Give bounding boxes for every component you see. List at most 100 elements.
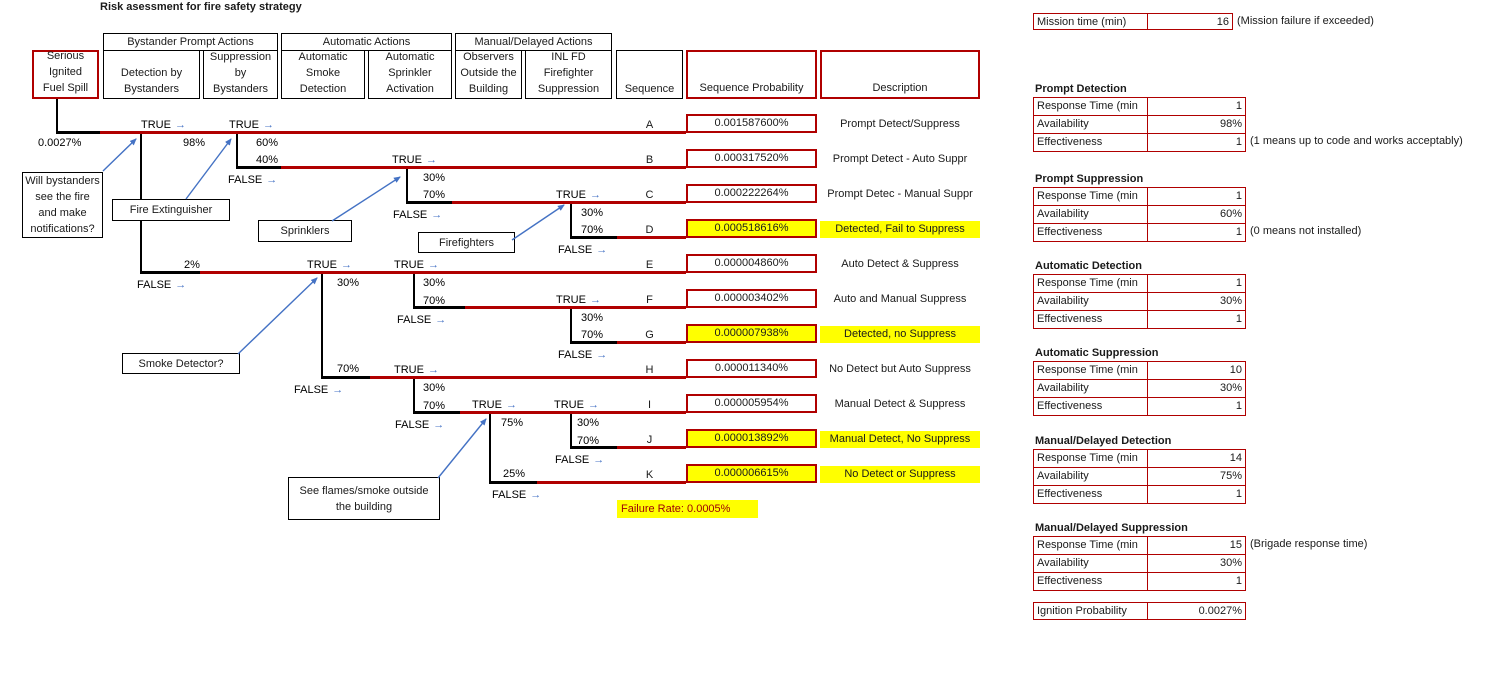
branch-label-text: 40% [256,154,279,166]
sequence-probability-C: 0.000222264% [686,184,817,203]
param-label: Response Time (min [1033,274,1148,293]
right-arrow-icon: → [262,119,274,131]
branch-label-text: 2% [184,259,200,271]
column-header-fuel-spill: Serious Ignited Fuel Spill [32,50,99,99]
tree-line [281,166,686,169]
tree-branch-label-false: FALSE→ [395,419,444,432]
param-value-cell[interactable]: 1 [1147,223,1246,242]
branch-label-text: 30% [581,207,604,219]
tree-line [413,378,415,413]
sequence-probability-A: 0.001587600% [686,114,817,133]
branch-label-text: 70% [423,189,446,201]
right-arrow-icon: → [435,314,447,326]
param-label: Availability [1033,379,1148,398]
right-arrow-icon: → [589,189,601,201]
column-header-suppression-bystanders: Suppression by Bystanders [203,50,278,99]
branch-label-text: 98% [183,137,206,149]
sequence-letter-E: E [645,259,654,271]
tree-branch-label-false: FALSE→ [558,244,607,257]
param-value-cell[interactable]: 1 [1147,310,1246,329]
branch-label-text: TRUE [394,259,424,271]
param-value-cell[interactable]: 1 [1147,187,1246,206]
branch-label-text: FALSE [397,314,432,326]
tree-branch-label-true: TRUE→ [307,259,352,272]
tree-probability-label: 0.0027% [38,137,81,150]
param-value-cell[interactable]: 1 [1147,572,1246,591]
branch-label-text: 60% [256,137,279,149]
column-header-sequence-probability: Sequence Probability [686,50,817,99]
sequence-letter-J: J [646,434,653,446]
param-value-cell[interactable]: 1 [1147,274,1246,293]
tree-line [236,166,281,169]
ignition-probability-label: Ignition Probability [1033,602,1148,620]
param-label: Response Time (min [1033,536,1148,555]
right-arrow-icon: → [427,364,439,376]
tree-line [460,411,686,414]
branch-label-text: TRUE [554,399,584,411]
tree-probability-label: 30% [337,277,359,290]
tree-probability-label: 30% [577,417,599,430]
mission-time-value-cell[interactable]: 16 [1147,13,1233,30]
branch-label-text: 70% [581,329,604,341]
tree-line [100,131,686,134]
sequence-description-F: Auto and Manual Suppress [833,293,967,305]
branch-label-text: 0.0027% [38,137,82,149]
param-value-cell[interactable]: 60% [1147,205,1246,224]
tree-line [570,413,572,448]
column-header-description: Description [820,50,980,99]
tree-line [570,308,572,343]
param-table-title-automatic-suppression: Automatic Suppression [1035,347,1159,359]
param-value-cell[interactable]: 15 [1147,536,1246,555]
tree-probability-label: 60% [256,137,278,150]
sequence-probability-H: 0.000011340% [686,359,817,378]
tree-branch-label-true: TRUE→ [554,399,599,412]
ignition-probability-value-cell[interactable]: 0.0027% [1147,602,1246,620]
branch-label-text: FALSE [228,174,263,186]
branch-label-text: 30% [577,417,600,429]
column-header-firefighter-suppression: INL FD Firefighter Suppression [525,50,612,99]
param-value-cell[interactable]: 30% [1147,292,1246,311]
sequence-description-G: Detected, no Suppress [820,326,980,343]
sequence-description-A: Prompt Detect/Suppress [840,118,960,130]
param-value-cell[interactable]: 1 [1147,97,1246,116]
sequence-description-E: Auto Detect & Suppress [841,258,959,270]
param-value-cell[interactable]: 75% [1147,467,1246,486]
param-value-cell[interactable]: 1 [1147,485,1246,504]
tree-probability-label: 70% [337,363,359,376]
param-value-cell[interactable]: 30% [1147,379,1246,398]
tree-branch-label-true: TRUE→ [141,119,186,132]
tree-branch-label-false: FALSE→ [393,209,442,222]
branch-label-text: 70% [423,295,446,307]
tree-line [406,201,452,204]
param-label: Effectiveness [1033,397,1148,416]
right-arrow-icon: → [431,209,443,221]
param-value-cell[interactable]: 10 [1147,361,1246,380]
branch-label-text: TRUE [556,294,586,306]
tree-branch-label-false: FALSE→ [492,489,541,502]
branch-label-text: TRUE [141,119,171,131]
param-value-cell[interactable]: 1 [1147,133,1246,152]
branch-label-text: 30% [423,382,446,394]
param-value-cell[interactable]: 1 [1147,397,1246,416]
will-bystanders-note: Will bystanders see the fire and make no… [22,172,103,238]
param-value-cell[interactable]: 98% [1147,115,1246,134]
tree-line [236,133,238,168]
sequence-letter-G: G [645,329,654,341]
param-value-cell[interactable]: 30% [1147,554,1246,573]
tree-line [56,131,100,134]
tree-probability-label: 75% [501,417,523,430]
param-table-title-manual-delayed-detection: Manual/Delayed Detection [1035,435,1172,447]
right-arrow-icon: → [530,489,542,501]
sequence-description-I: Manual Detect & Suppress [834,398,966,410]
param-table-title-prompt-suppression: Prompt Suppression [1035,173,1144,185]
tree-line [617,446,686,449]
tree-probability-label: 30% [423,277,445,290]
tree-line [537,481,686,484]
tree-probability-label: 70% [423,400,445,413]
tree-line [617,341,686,344]
right-arrow-icon: → [589,294,601,306]
param-label: Effectiveness [1033,133,1148,152]
branch-label-text: TRUE [307,259,337,271]
param-value-cell[interactable]: 14 [1147,449,1246,468]
branch-label-text: 70% [581,224,604,236]
